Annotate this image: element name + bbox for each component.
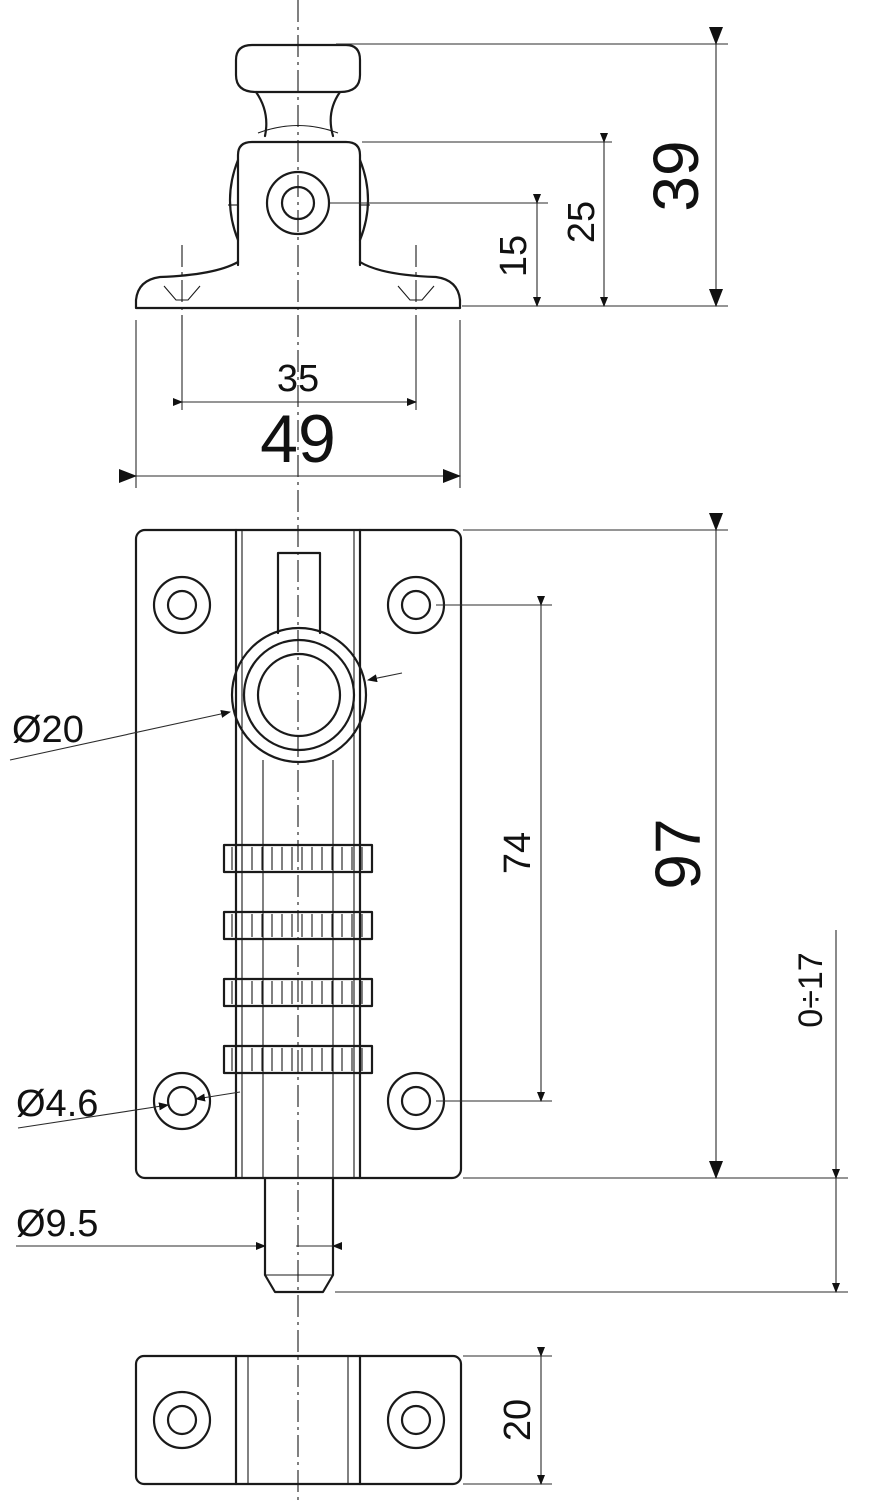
knob-outer [230, 626, 368, 764]
base-plate [134, 528, 463, 1180]
dim-97-label: 97 [642, 818, 714, 889]
dim-74-label: 74 [497, 832, 539, 874]
pin-hole-inner [280, 185, 316, 221]
protruding-bolt [263, 1176, 335, 1294]
knob-ring [242, 638, 356, 752]
dim-39-label: 39 [640, 140, 712, 211]
dim-travel-label: 0÷17 [792, 952, 830, 1027]
mounting-hole-top-left [152, 575, 212, 635]
top-view [134, 43, 462, 330]
keeper-hole-left [152, 1390, 212, 1450]
keeper-plate [134, 1354, 463, 1486]
dim-hole-diameter-label: Ø4.6 [16, 1083, 98, 1125]
body-block [236, 140, 362, 267]
mounting-hole-top-right [386, 575, 446, 635]
pin-hole-outer [265, 170, 331, 236]
guide-ring [222, 1044, 374, 1075]
dim-25-label: 25 [561, 201, 603, 243]
keeper-dimensions [463, 1347, 552, 1485]
base-flange [134, 260, 462, 310]
front-dimensions [9, 513, 848, 1293]
side-bulge-left [228, 158, 240, 242]
guide-ring [222, 977, 374, 1008]
dim-keeper-width-label: 20 [497, 1399, 539, 1441]
bolt-tip-top [276, 551, 322, 635]
knob-center [256, 652, 342, 738]
knob-neck [254, 90, 342, 138]
keeper-view [134, 1354, 463, 1486]
top-dimensions [119, 27, 728, 488]
front-view [134, 528, 463, 1294]
guide-rings [222, 843, 374, 1075]
keeper-hole-right [386, 1390, 446, 1450]
dim-15-label: 15 [493, 235, 535, 277]
side-bulge-right [358, 158, 370, 242]
guide-ring [222, 910, 374, 941]
mounting-hole-bottom-left [152, 1071, 212, 1131]
dim-bolt-diameter-label: Ø9.5 [16, 1203, 98, 1245]
dim-knob-diameter-label: Ø20 [12, 709, 84, 751]
dim-35-label: 35 [277, 358, 319, 400]
guide-ring [222, 843, 374, 874]
dim-49-label: 49 [260, 401, 336, 477]
mounting-hole-bottom-right [386, 1071, 446, 1131]
